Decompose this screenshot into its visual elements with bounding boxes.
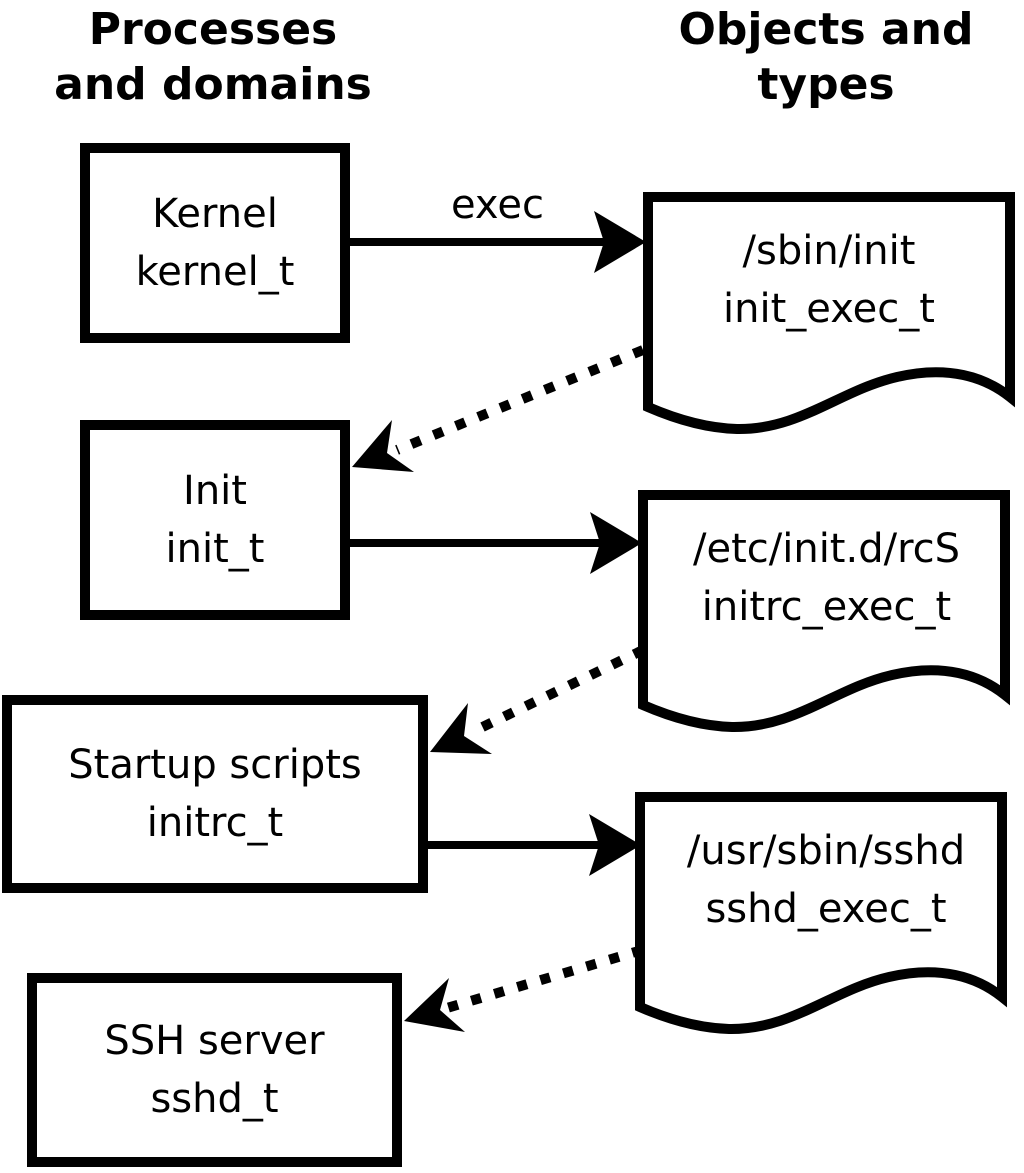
header-line-2: and domains [54,59,372,110]
solid-arrowhead-3 [589,814,641,876]
dotted-arrow-sshd-exec-to-sshd [445,945,644,1013]
solid-arrowhead-1 [594,211,646,273]
exec-arrow-label: exec [451,182,544,228]
document-shape-etc-initd-rcs [643,495,1005,727]
process-name: Startup scripts [68,742,362,788]
process-type: kernel_t [135,249,295,295]
dotted-transition-arrows [352,345,646,1032]
process-name: Kernel [152,191,278,237]
process-box-kernel: Kernel kernel_t [80,143,350,343]
process-type: initrc_t [146,800,284,846]
process-box-ssh-server: SSH server sshd_t [27,973,402,1167]
process-type: init_t [165,526,265,572]
dotted-arrow-init-exec-to-init [395,345,645,455]
process-box-startup-scripts: Startup scripts initrc_t [2,695,428,893]
solid-exec-arrows [350,211,646,876]
solid-arrowhead-2 [590,512,642,574]
column-header-processes: Processes and domains [43,2,383,112]
dotted-arrowhead-3 [404,978,465,1032]
document-shape-sbin-init [648,197,1010,429]
dotted-arrowhead-2 [430,703,492,754]
dotted-arrow-initrc-exec-to-initrc [467,645,646,738]
column-header-objects: Objects and types [656,2,996,112]
header-line-2: types [757,59,895,110]
header-line-1: Processes [88,4,338,55]
process-type: sshd_t [150,1076,279,1122]
process-name: Init [183,468,247,514]
process-box-init: Init init_t [80,420,350,620]
header-line-1: Objects and [678,4,974,55]
document-shape-usr-sbin-sshd [640,797,1002,1029]
process-name: SSH server [104,1018,325,1064]
dotted-arrowhead-1 [352,420,414,472]
